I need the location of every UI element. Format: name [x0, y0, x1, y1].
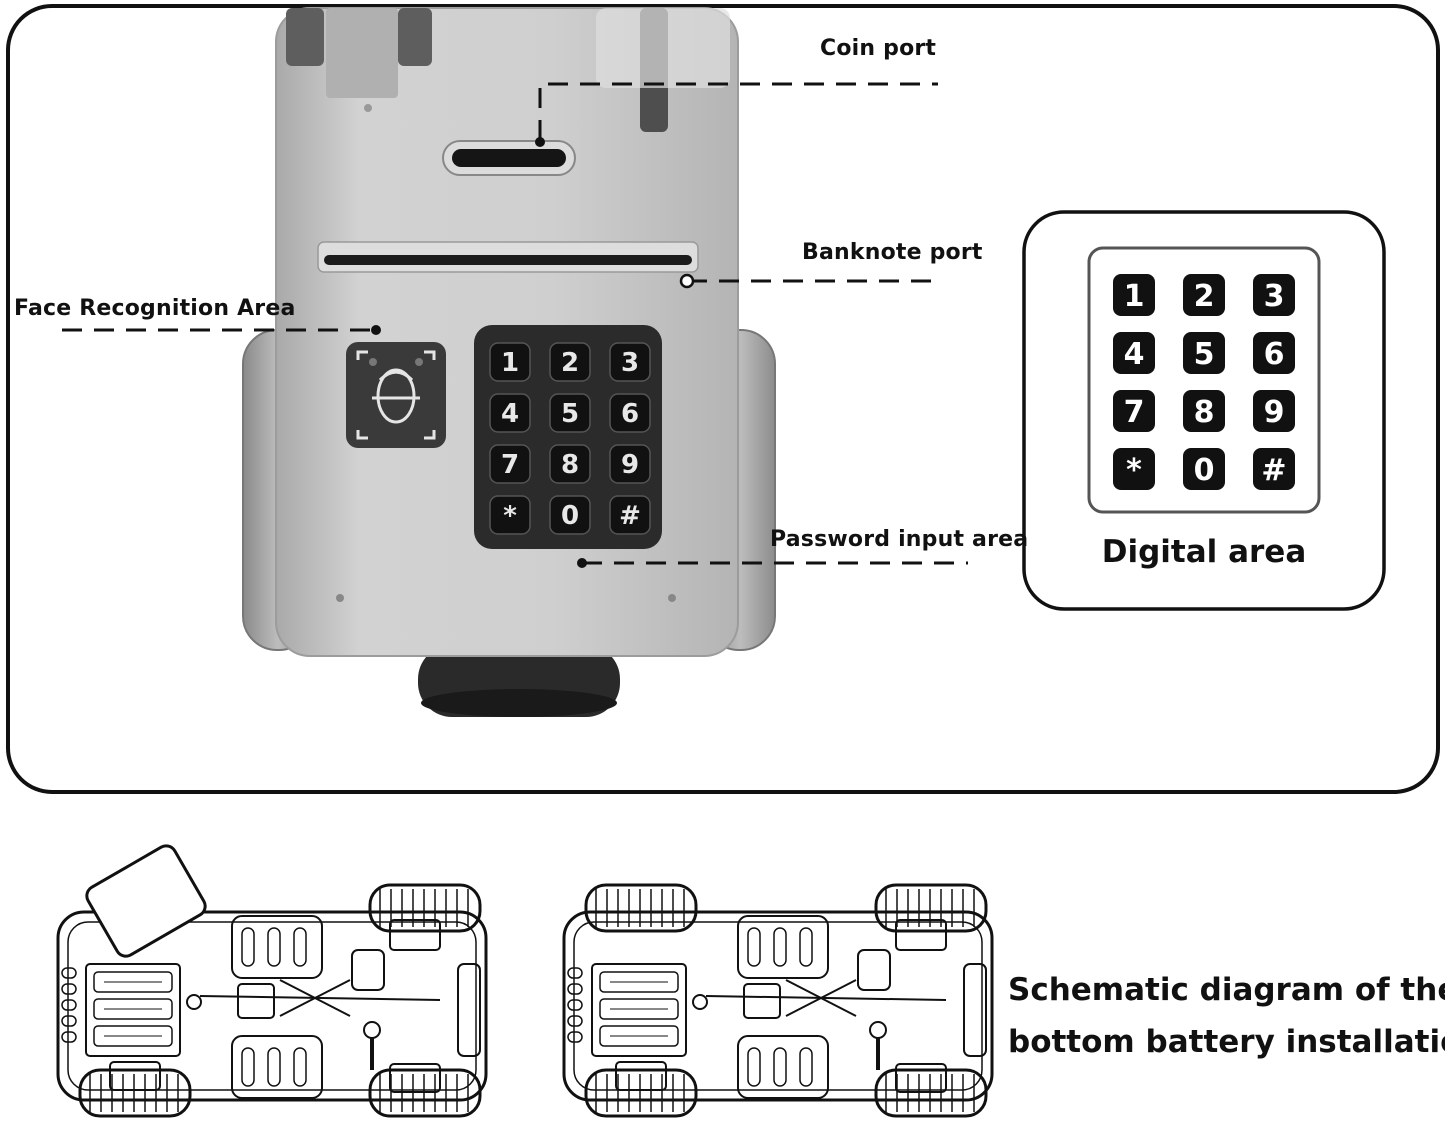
svg-text:5: 5	[1194, 337, 1215, 372]
digital-key: 6	[1253, 332, 1295, 374]
digital-key: 7	[1113, 390, 1155, 432]
digital-key: 5	[1183, 332, 1225, 374]
callout-lines	[62, 82, 968, 568]
device-key: *	[489, 495, 531, 535]
svg-text:*: *	[503, 501, 517, 531]
piggy-bank-device: 1 2 3 4 5 6 7 8 9 * 0 #	[242, 7, 776, 717]
svg-text:0: 0	[561, 501, 579, 531]
svg-text:7: 7	[501, 450, 519, 480]
svg-text:9: 9	[621, 450, 639, 480]
banknote-port-label: Banknote port	[802, 240, 983, 265]
face-icon	[356, 350, 436, 440]
device-key: 1	[489, 342, 531, 382]
svg-text:3: 3	[1264, 279, 1285, 314]
svg-text:*: *	[1126, 453, 1142, 488]
battery-caption-line1: Schematic diagram of the	[1008, 972, 1445, 1008]
digital-key: 2	[1183, 274, 1225, 316]
top-left-handle	[286, 8, 324, 66]
svg-text:1: 1	[1124, 279, 1145, 314]
svg-text:3: 3	[621, 348, 639, 378]
digital-key: 9	[1253, 390, 1295, 432]
device-key: 8	[549, 444, 591, 484]
digital-key: 1	[1113, 274, 1155, 316]
svg-text:8: 8	[561, 450, 579, 480]
device-key: 6	[609, 393, 651, 433]
battery-schematic-right	[562, 883, 994, 1118]
digital-key: 8	[1183, 390, 1225, 432]
coin-port-label: Coin port	[820, 36, 937, 61]
digital-key: *	[1113, 448, 1155, 490]
device-key: 0	[549, 495, 591, 535]
main-frame	[6, 4, 1440, 794]
svg-text:7: 7	[1124, 395, 1145, 430]
coin-port-leader	[538, 82, 938, 140]
device-key: 3	[609, 342, 651, 382]
digital-key: #	[1253, 448, 1295, 490]
svg-text:9: 9	[1264, 395, 1285, 430]
password-input-label: Password input area	[770, 527, 1029, 552]
device-key: 7	[489, 444, 531, 484]
svg-text:5: 5	[561, 399, 579, 429]
digital-area-caption: Digital area	[1101, 534, 1307, 570]
battery-schematic-left	[56, 883, 488, 1118]
digital-key: 0	[1183, 448, 1225, 490]
digital-key: 3	[1253, 274, 1295, 316]
svg-text:2: 2	[561, 348, 579, 378]
device-key: 4	[489, 393, 531, 433]
svg-text:1: 1	[501, 348, 519, 378]
face-recognition-panel	[346, 342, 446, 448]
digital-key: 4	[1113, 332, 1155, 374]
device-key: #	[609, 495, 651, 535]
battery-caption-line2: bottom battery installation	[1008, 1024, 1445, 1060]
svg-text:4: 4	[1124, 337, 1145, 372]
svg-text:6: 6	[621, 399, 639, 429]
svg-text:2: 2	[1194, 279, 1215, 314]
svg-text:4: 4	[501, 399, 519, 429]
battery-cover	[85, 844, 207, 958]
svg-text:#: #	[619, 501, 641, 531]
device-keypad-keys: 1 2 3 4 5 6 7 8 9 * 0 #	[489, 342, 651, 535]
svg-text:#: #	[1261, 453, 1286, 488]
device-key: 2	[549, 342, 591, 382]
svg-text:6: 6	[1264, 337, 1285, 372]
battery-caption: Schematic diagram of the bottom battery …	[1008, 964, 1445, 1068]
device-key: 9	[609, 444, 651, 484]
device-key: 5	[549, 393, 591, 433]
face-recognition-label: Face Recognition Area	[14, 296, 296, 321]
svg-text:8: 8	[1194, 395, 1215, 430]
digital-area-keys: 1 2 3 4 5 6 7 8 9 * 0 #	[1113, 274, 1295, 490]
svg-text:0: 0	[1194, 453, 1215, 488]
